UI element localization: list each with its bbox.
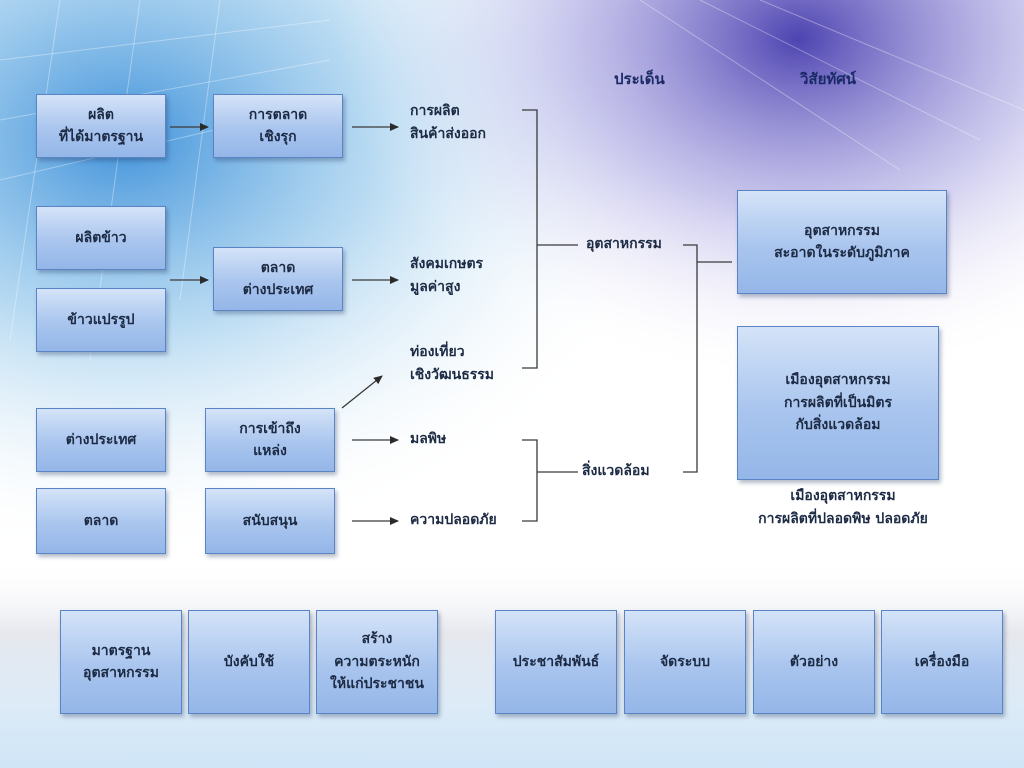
tool-box-industrial-standard: มาตรฐาน อุตสาหกรรม (60, 610, 182, 714)
bracket-industry (522, 109, 538, 369)
bracket-environment (522, 439, 538, 522)
box-vision-eco-city: เมืองอุตสาหกรรม การผลิตที่เป็นมิตร กับสิ… (737, 326, 939, 480)
issue-environment: สิ่งแวดล้อม (582, 463, 650, 479)
issue-industry: อุตสาหกรรม (586, 236, 662, 252)
tool-box-enforcement: บังคับใช้ (188, 610, 310, 714)
box-market: ตลาด (36, 488, 166, 554)
tool-box-example: ตัวอย่าง (753, 610, 875, 714)
arrow-access-to-tourism (341, 375, 383, 409)
box-foreign-market: ตลาด ต่างประเทศ (213, 247, 343, 311)
outcome-cultural-tourism: ท่องเที่ยว เชิงวัฒนธรรม (410, 344, 495, 384)
outcome-pollution: มลพิษ (410, 431, 447, 447)
outcome-export-production: การผลิต สินค้าส่งออก (410, 103, 487, 143)
box-standard-production: ผลิต ที่ได้มาตรฐาน (36, 94, 166, 158)
tool-box-public-awareness: สร้าง ความตระหนัก ให้แก่ประชาชน (316, 610, 438, 714)
tool-box-system-organization: จัดระบบ (624, 610, 746, 714)
box-support: สนับสนุน (205, 488, 335, 554)
box-processed-rice: ข้าวแปรรูป (36, 288, 166, 352)
box-rice-production: ผลิตข้าว (36, 206, 166, 270)
outcome-high-value-agri: สังคมเกษตร มูลค่าสูง (410, 256, 484, 296)
box-proactive-marketing: การตลาด เชิงรุก (213, 94, 343, 158)
bracket-vision (683, 244, 698, 473)
tool-box-public-relations: ประชาสัมพันธ์ (495, 610, 617, 714)
issues-header: ประเด็น (614, 70, 665, 88)
vision-header: วิสัยทัศน์ (800, 70, 857, 88)
box-vision-clean-industry: อุตสาหกรรม สะอาดในระดับภูมิภาค (737, 190, 947, 294)
box-foreign: ต่างประเทศ (36, 408, 166, 472)
outcome-safety: ความปลอดภัย (410, 512, 497, 528)
tool-box-instruments: เครื่องมือ (881, 610, 1003, 714)
box-source-access: การเข้าถึง แหล่ง (205, 408, 335, 472)
vision-safe-city-caption: เมืองอุตสาหกรรม การผลิตที่ปลอดพิษ ปลอดภั… (758, 488, 928, 528)
